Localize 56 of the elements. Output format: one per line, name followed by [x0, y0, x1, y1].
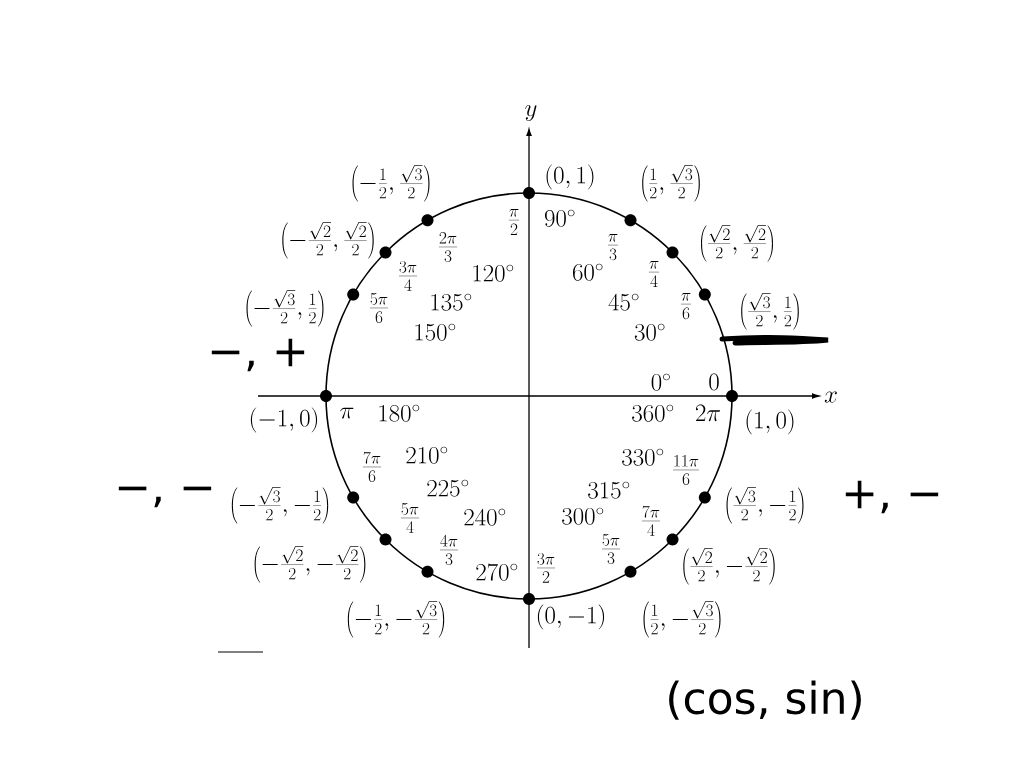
angle-label: $\frac{3\pi}{4}$: [398, 260, 418, 291]
angle-label: $270^\circ$: [476, 563, 518, 581]
angle-label: $\frac{\pi}{6}$: [680, 293, 692, 320]
angle-label: $\frac{\pi}{2}$: [508, 209, 520, 235]
angle-label: $\frac{5\pi}{3}$: [601, 534, 621, 565]
angle-label: $\frac{\pi}{3}$: [607, 234, 619, 261]
axis-label: $y$: [525, 105, 537, 121]
coordinate-label: $\left(-\frac{\sqrt{2}}{2}, \frac{\sqrt{2}}{2}\right)$: [282, 222, 374, 259]
angle-label: $\frac{11\pi}{6}$: [673, 454, 700, 486]
coordinate-label: $(0, 1)$: [546, 164, 594, 190]
angle-label: $315^\circ$: [588, 481, 630, 499]
angle-label: $120^\circ$: [473, 264, 514, 282]
coordinate-label: $\left(\frac{\sqrt{2}}{2}, -\frac{\sqrt{2}}{2}\right)$: [683, 548, 775, 585]
angle-label: $150^\circ$: [415, 323, 456, 341]
angle-label: $330^\circ$: [622, 448, 664, 466]
coordinate-label: $(1, 0)$: [746, 409, 794, 435]
coordinate-label: $\left(-\frac{1}{2}, -\frac{\sqrt{3}}{2}\right)$: [347, 601, 445, 638]
angle-label: $180^\circ$: [379, 404, 420, 422]
coordinate-label: $\left(\frac{\sqrt{2}}{2}, \frac{\sqrt{2}}{2}\right)$: [701, 225, 774, 262]
angle-label: $\frac{3\pi}{2}$: [536, 552, 556, 583]
angle-label: $\frac{5\pi}{4}$: [400, 503, 420, 533]
angle-label: $90^\circ$: [544, 209, 575, 227]
angle-label: $\frac{\pi}{4}$: [648, 261, 660, 287]
angle-label: $60^\circ$: [572, 263, 603, 281]
coordinate-label: $(0, -1)$: [537, 604, 605, 630]
coordinate-label: $\left(-\frac{\sqrt{3}}{2}, -\frac{1}{2}\right)$: [231, 487, 329, 524]
angle-label: $0^\circ$: [651, 373, 670, 391]
handwritten-note: +, −: [845, 480, 939, 514]
coordinate-label: $\left(\frac{1}{2}, -\frac{\sqrt{3}}{2}\right)$: [643, 601, 721, 638]
handwritten-note: −, −: [118, 486, 212, 508]
angle-label: $\frac{2\pi}{3}$: [438, 231, 458, 263]
angle-label: $45^\circ$: [608, 293, 639, 311]
angle-label: $0$: [709, 373, 719, 391]
angle-label: $\frac{5\pi}{6}$: [369, 293, 389, 324]
coordinate-label: $\left(\frac{1}{2}, \frac{\sqrt{3}}{2}\right)$: [642, 165, 700, 202]
coordinate-label: $\left(-\frac{\sqrt{2}}{2}, -\frac{\sqrt{2}}{2}\right)$: [254, 546, 366, 583]
angle-label: $\pi$: [340, 407, 354, 419]
coordinate-label: $\left(-\frac{\sqrt{3}}{2}, \frac{1}{2}\right)$: [246, 290, 324, 327]
coordinate-label: $(-1, 0)$: [250, 407, 318, 433]
angle-label: $\frac{4\pi}{3}$: [439, 534, 459, 566]
coordinate-label: $\left(\frac{\sqrt{3}}{2}, -\frac{1}{2}\right)$: [726, 487, 804, 524]
axis-label: $x$: [824, 391, 837, 403]
angle-label: $\frac{7\pi}{6}$: [362, 451, 382, 483]
angle-label: $240^\circ$: [464, 508, 506, 526]
angle-label: $300^\circ$: [562, 507, 604, 525]
angle-label: $210^\circ$: [406, 446, 448, 464]
angle-label: $\frac{7\pi}{4}$: [641, 505, 661, 536]
coordinate-label: $\left(-\frac{1}{2}, \frac{\sqrt{3}}{2}\right)$: [352, 165, 430, 202]
angle-label: $2\pi$: [695, 404, 721, 422]
angle-label: $360^\circ$: [632, 404, 674, 422]
angle-label: $30^\circ$: [634, 323, 665, 341]
handwritten-note: −, +: [211, 338, 305, 372]
angle-label: $225^\circ$: [427, 479, 469, 497]
angle-label: $135^\circ$: [431, 293, 472, 311]
coordinate-label: $\left(\frac{\sqrt{3}}{2}, \frac{1}{2}\right)$: [741, 293, 799, 330]
handwritten-note: (cos, sin): [669, 680, 861, 720]
